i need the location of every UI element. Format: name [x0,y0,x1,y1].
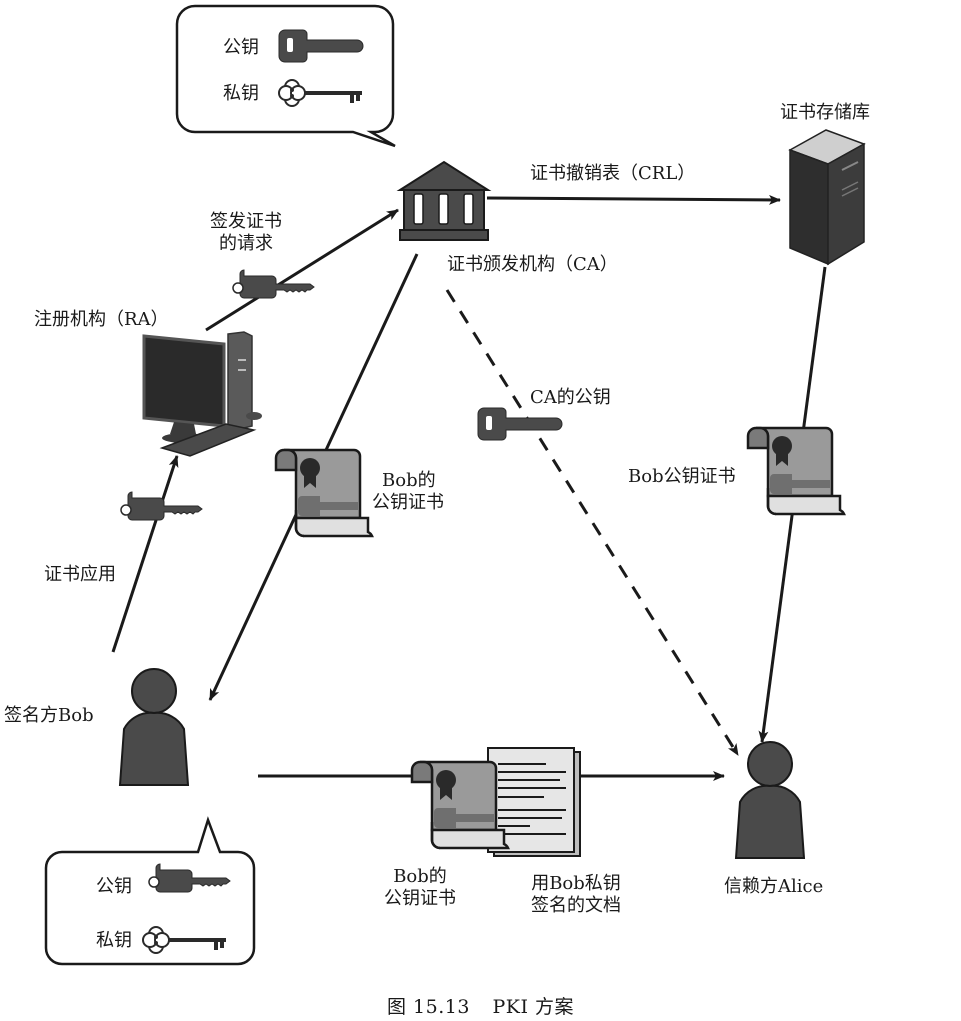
crl-edge-label: 证书撤销表（CRL） [530,163,696,184]
ca-keys-callout [175,4,396,148]
request-key-icon [232,269,315,299]
repository-label: 证书存储库 [780,102,870,123]
signer-bob-label: 签名方Bob [4,705,94,726]
edge-ca-to-repository [486,194,781,205]
request-edge-label-line1: 签发证书 [210,211,282,232]
signed-doc-label-line1: 用Bob私钥 [531,873,621,894]
ca-to-bob-cert-label-line2: 公钥证书 [372,492,444,513]
bob-callout-public-key-label: 公钥 [96,876,132,897]
ra-label: 注册机构（RA） [34,309,169,330]
ca-callout-public-key-label: 公钥 [223,37,259,58]
bob-person-icon [119,668,189,786]
figure-title: PKI 方案 [492,996,574,1018]
bob-keys-callout [44,816,256,966]
bob-certificate-bundle-icon [410,760,510,850]
request-edge-label-line2: 的请求 [219,233,273,254]
certificate-application-label: 证书应用 [44,564,116,585]
figure-number: 图 15.13 [386,996,470,1018]
bundle-cert-label-line1: Bob的 [393,866,447,887]
desktop-computer-icon [142,331,262,457]
figure-caption: 图 15.13 PKI 方案 [0,992,961,1019]
alice-person-icon [735,741,805,859]
application-key-icon [120,491,203,521]
relying-party-alice-label: 信赖方Alice [724,876,824,897]
signed-doc-label-line2: 签名的文档 [531,895,621,916]
bob-certificate-from-ca-icon [274,448,374,538]
ca-public-key-icon [477,407,563,441]
repository-cert-edge-label: Bob公钥证书 [628,466,736,487]
ca-public-key-edge-label: CA的公钥 [530,387,611,408]
bundle-cert-label-line2: 公钥证书 [384,888,456,909]
edge-ca-to-alice [445,289,740,756]
bob-callout-private-key-label: 私钥 [96,930,132,951]
bob-certificate-from-repository-icon [746,426,846,516]
server-tower-icon [788,129,866,266]
edge-bob-to-ra [111,455,179,653]
edge-ra-to-ca [205,208,399,332]
ca-callout-private-key-label: 私钥 [223,83,259,104]
ca-label: 证书颁发机构（CA） [447,254,618,275]
bank-building-icon [396,160,492,241]
ca-to-bob-cert-label-line1: Bob的 [382,470,436,491]
